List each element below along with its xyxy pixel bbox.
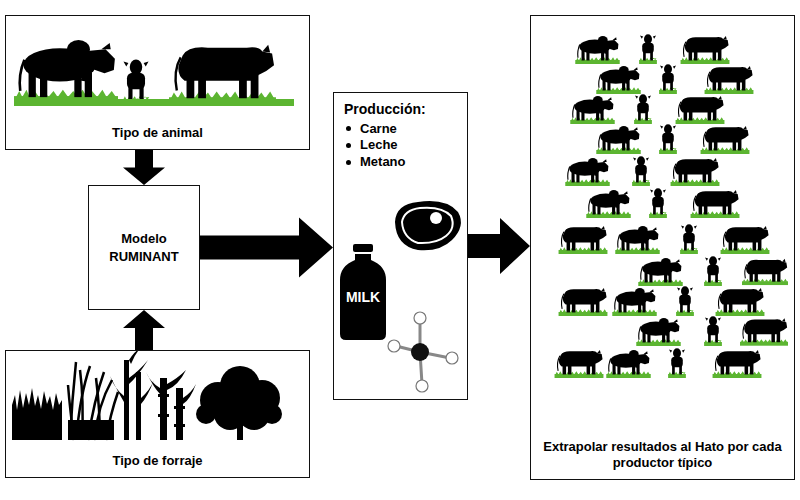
calf-icon [634,94,652,124]
bull-icon [713,350,762,378]
block-arrow [200,218,333,278]
calf-icon [704,256,722,286]
zebu-icon [586,190,630,218]
block-arrow [123,310,165,350]
bull-icon [705,66,754,94]
bull-icon [169,45,276,106]
zebu-icon [638,258,682,286]
zebu-icon [612,288,656,316]
zebu-icon [596,66,640,94]
calf-icon [668,348,686,378]
zebu-icon [615,226,659,254]
tall-grass [68,362,118,440]
shrub [196,366,282,440]
carbon-atom [411,343,429,361]
bull-icon [691,190,740,218]
sugarcane [110,348,154,440]
bull-icon [671,158,720,186]
bull-icon [701,126,750,154]
list-item: Leche [346,137,398,154]
calf-icon [704,316,722,346]
list-item: Metano [346,154,406,171]
steak-fat [402,208,453,243]
zebu-icon [636,318,680,346]
bull-icon [716,288,765,316]
list-text: Leche [360,137,398,154]
zebu-icon [14,40,118,106]
forage-types [12,348,282,440]
zebu-icon [570,96,614,124]
bull-icon [681,36,730,64]
calf-icon [639,34,657,64]
input-box: Tipo de animal [5,15,310,150]
calf-icon [680,224,698,254]
box-label: Modelo RUMINANT [95,230,193,265]
list-text: Carne [360,121,397,138]
zebu-icon [565,158,609,186]
bullet-marker [346,160,351,165]
zebu-icon [606,350,650,378]
calf-icon [632,156,650,186]
calf-icon [659,64,677,94]
model-box: Modelo RUMINANT [88,185,200,310]
bull-icon [555,350,604,378]
box-heading: Producción: [344,101,426,119]
tall-grass-base [68,420,114,440]
bottle-text: MILK [340,289,386,305]
production-icons [340,201,461,392]
input-box: Tipo de forraje [5,350,310,478]
milk-bottle [340,254,386,340]
bull-icon [559,226,608,254]
bamboo [146,370,196,440]
herd-box: Extrapolar resultados al Hato por cada p… [530,15,795,480]
box-label: Extrapolar resultados al Hato por cada p… [537,439,788,472]
bottle-cap [353,244,373,252]
bullet-marker [346,143,351,148]
output-box: Producción: CarneLecheMetano [333,92,468,400]
animal-types [14,40,294,106]
bull-icon [676,96,725,124]
bull-icon [559,288,608,316]
calf-icon [649,188,667,218]
list-item: Carne [346,121,397,138]
steak-bone [430,212,442,224]
bull-icon [742,259,788,285]
hydrogen-atoms [388,312,458,392]
zebu-icon [575,36,619,64]
block-arrow [123,150,165,185]
bull-icon [721,226,770,254]
grass-clump [12,388,62,440]
bull-icon [740,318,788,345]
box-label: Tipo de animal [112,125,203,141]
box-label: Tipo de forraje [112,453,202,469]
block-arrow [468,218,530,274]
molecule-bonds [396,320,450,384]
zebu-icon [596,126,640,154]
calf-icon [659,124,677,154]
calf-icon [676,286,694,316]
steak-icon [395,201,461,250]
herd [555,34,788,378]
list-text: Metano [360,154,406,171]
bullet-marker [346,126,351,131]
grass-strip [14,99,294,106]
